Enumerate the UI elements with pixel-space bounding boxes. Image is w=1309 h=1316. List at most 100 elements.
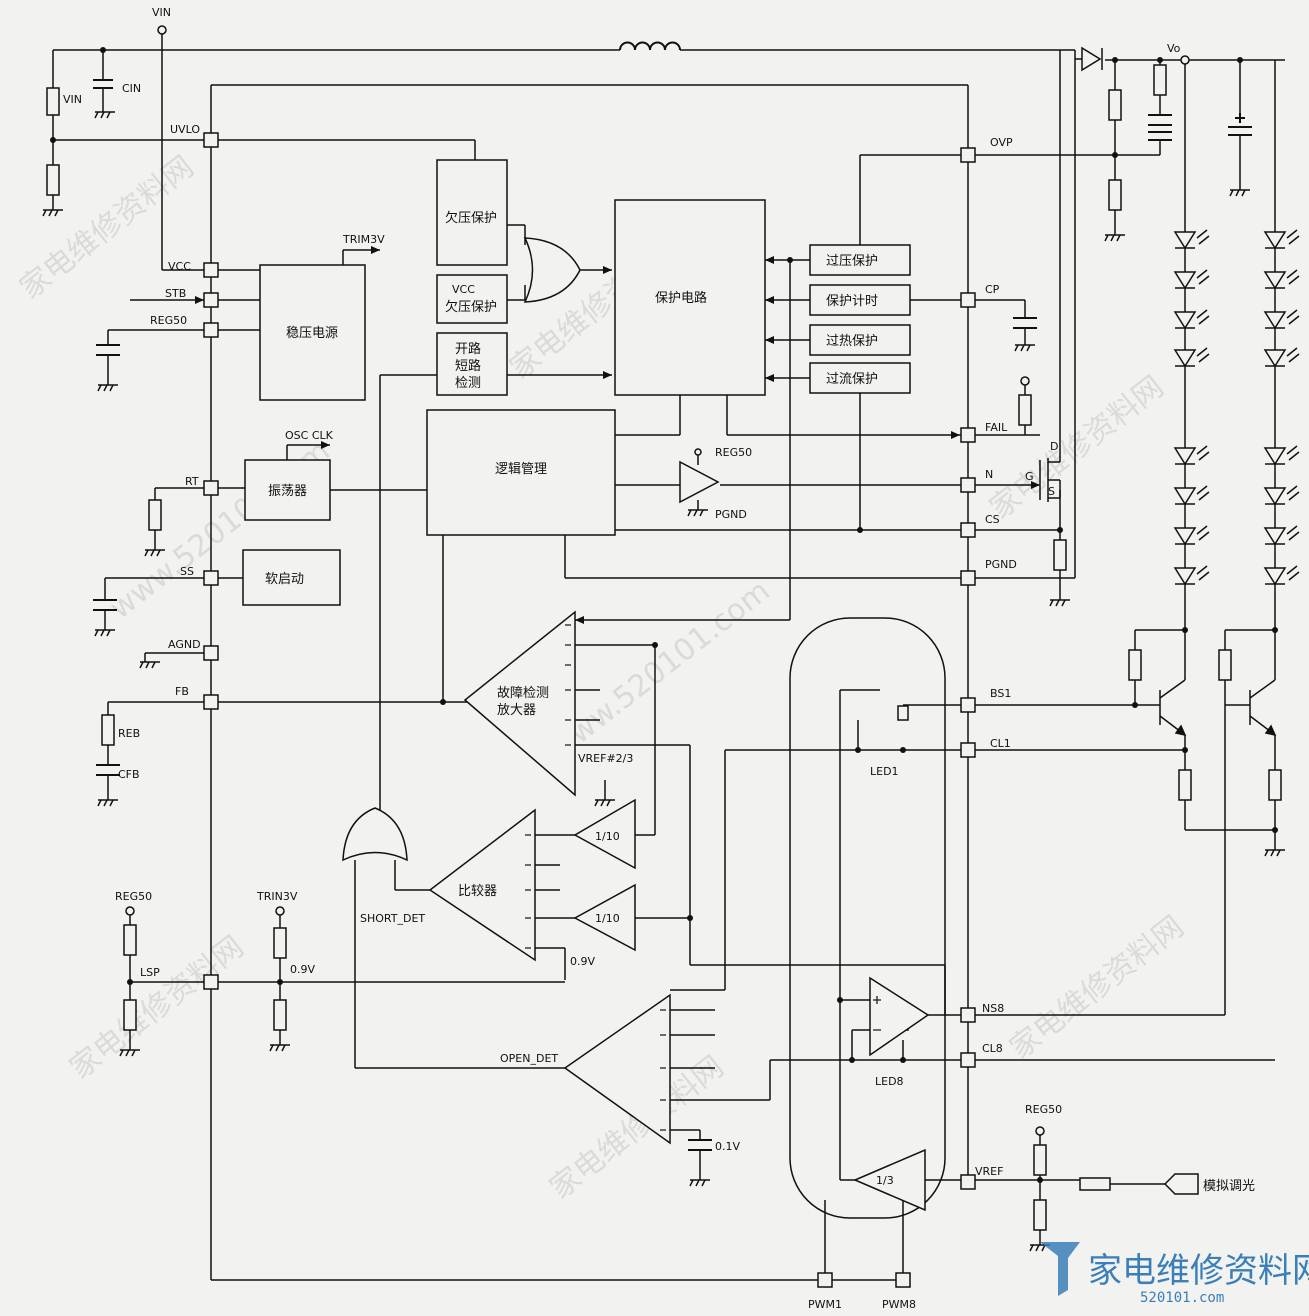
cs-resistor [1053, 539, 1067, 571]
cfb-capacitor [96, 764, 120, 776]
npn-transistor-icon [1225, 679, 1277, 737]
ground-icon [144, 549, 165, 557]
oscillator-label: 振荡器 [268, 484, 307, 499]
uvlo-protect-block [436, 159, 508, 266]
pin-cs-label: CS [985, 513, 1000, 526]
analog-dim-label: 模拟调光 [1203, 1179, 1255, 1194]
protect-circuit-label: 保护电路 [655, 290, 707, 306]
vin-res-label: VIN [63, 93, 82, 106]
led-channel-group [789, 617, 946, 1219]
led-icon [1263, 565, 1300, 586]
pin-pgnd [960, 570, 976, 586]
logic-label: 逻辑管理 [495, 462, 547, 477]
pin-cl1 [960, 742, 976, 758]
arrow-icon [321, 441, 330, 449]
pin-agnd [203, 645, 219, 661]
fault-amp-label-1: 故障检测 [497, 686, 549, 701]
pin-vcc [203, 262, 219, 278]
ovp-protect-label: 过压保护 [826, 254, 878, 269]
led-string-8 [1263, 229, 1300, 586]
open-det-capacitor [688, 1139, 712, 1151]
div10-b-label: 1/10 [595, 912, 620, 925]
oscillator-block [244, 459, 331, 521]
ground-icon [42, 209, 63, 217]
short-det-label: SHORT_DET [360, 912, 425, 925]
ground-icon [97, 799, 118, 807]
mos-d-label: D [1050, 440, 1058, 453]
thermal-protect-label: 过热保护 [826, 334, 878, 349]
led8-opamp-triangle [869, 976, 930, 1057]
watermark-text: 家电维修资料网 [983, 369, 1170, 526]
reg50-terminal-icon [694, 448, 702, 456]
led8-label: LED8 [875, 1075, 904, 1088]
arrow-icon [765, 374, 774, 382]
led-icon [1263, 525, 1300, 546]
ovp-protect-block [809, 244, 911, 276]
ocp-protect-label: 过流保护 [826, 372, 878, 387]
ground-icon [1104, 234, 1125, 242]
arrow-icon [765, 336, 774, 344]
vin-top-label: VIN [152, 6, 171, 19]
pin-fail [960, 427, 976, 443]
pin-vcc-label: VCC [168, 260, 191, 273]
arrow-icon [195, 296, 204, 304]
pin-ns8-label: NS8 [982, 1002, 1004, 1015]
pin-stb [203, 292, 219, 308]
amplifiers [428, 460, 930, 1212]
pin-vref-label: VREF [975, 1165, 1003, 1178]
junctions [50, 47, 1278, 1183]
logic-block [426, 409, 616, 536]
reg50-dim-label: REG50 [1025, 1103, 1062, 1116]
ovp-resistor-bottom [1108, 179, 1122, 211]
vref-ratio-label: VREF#2/3 [578, 752, 633, 765]
ground-icon [97, 384, 118, 392]
mos-g-label: G [1025, 470, 1034, 483]
open-det-label: OPEN_DET [500, 1052, 558, 1065]
comparator-label: 比较器 [458, 884, 497, 899]
open-det-triangle [563, 993, 671, 1145]
led-icon [1173, 485, 1210, 506]
led-icon [1173, 525, 1210, 546]
bs1-base-resistor [1128, 649, 1142, 681]
ovp-resistor-top [1108, 89, 1122, 121]
pin-fb [203, 694, 219, 710]
pin-agnd-label: AGND [168, 638, 201, 651]
osc-clk-label: OSC CLK [285, 429, 334, 442]
lsp-0.9v-label: 0.9V [290, 963, 315, 976]
ground-icon [119, 1049, 140, 1057]
rt-resistor [148, 499, 162, 531]
vin-terminal-icon [157, 25, 167, 35]
pin-n-label: N [985, 468, 993, 481]
resistors [46, 64, 1282, 1231]
pin-lsp [203, 974, 219, 990]
fault-amp-triangle [463, 610, 576, 797]
reg50-lsp-label: REG50 [115, 890, 152, 903]
pin-reg50 [203, 322, 219, 338]
arrow-icon [951, 431, 960, 439]
protect-circuit-block [614, 199, 766, 396]
cin-capacitor [93, 79, 113, 89]
transistors [1039, 445, 1277, 737]
bs8-base-resistor [1218, 649, 1232, 681]
led-icon [1263, 309, 1300, 330]
ground-icon [269, 1044, 290, 1052]
comparator-triangle [428, 808, 536, 962]
pin-uvlo-label: UVLO [170, 123, 200, 136]
vcc-uvlo-label-1: VCC [452, 283, 475, 296]
trin3v-terminal-icon [275, 906, 285, 916]
snubber-capacitor [1148, 114, 1172, 141]
arrow-icon [765, 296, 774, 304]
thermal-protect-block [809, 324, 911, 356]
pin-ovp [960, 147, 976, 163]
pin-ss-label: SS [180, 565, 194, 578]
uvlo-protect-label: 欠压保护 [445, 210, 497, 226]
ground-icon [689, 1179, 710, 1187]
watermark-text: 家电维修资料网 [63, 929, 250, 1086]
ground-icon [1229, 189, 1250, 197]
watermark-text: 家电维修资料网 [1003, 909, 1190, 1066]
div10-a-label: 1/10 [595, 830, 620, 843]
fail-pullup-terminal-icon [1020, 376, 1030, 386]
0.1v-label: 0.1V [715, 1140, 740, 1153]
supply-terminals [125, 25, 1190, 1136]
ground-icon [139, 653, 160, 669]
